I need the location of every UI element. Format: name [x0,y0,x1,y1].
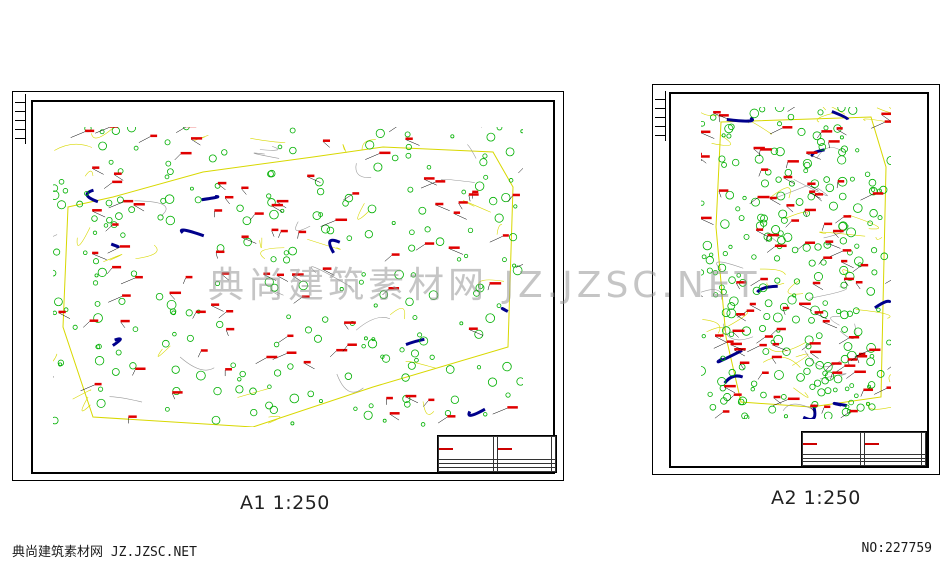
sheet-a2 [652,84,940,475]
site-plan-a1 [53,127,523,427]
title-block [437,435,557,473]
watermark-text: 典尚建筑素材网 JZ.JZSC.NET [208,265,761,306]
sheet-border [31,100,555,474]
binding-strip [655,91,666,141]
sheet-a1 [12,91,564,481]
sheet-caption-a1: A1 1:250 [240,492,330,514]
title-block [801,431,927,467]
site-plan-a2 [701,107,891,419]
sheet-caption-a2: A2 1:250 [771,487,861,509]
footer-drawing-number: NO:227759 [861,541,932,556]
footer-site-name: 典尚建筑素材网 JZ.JZSC.NET [12,545,197,560]
sheet-border [669,92,929,468]
binding-strip [15,94,26,144]
